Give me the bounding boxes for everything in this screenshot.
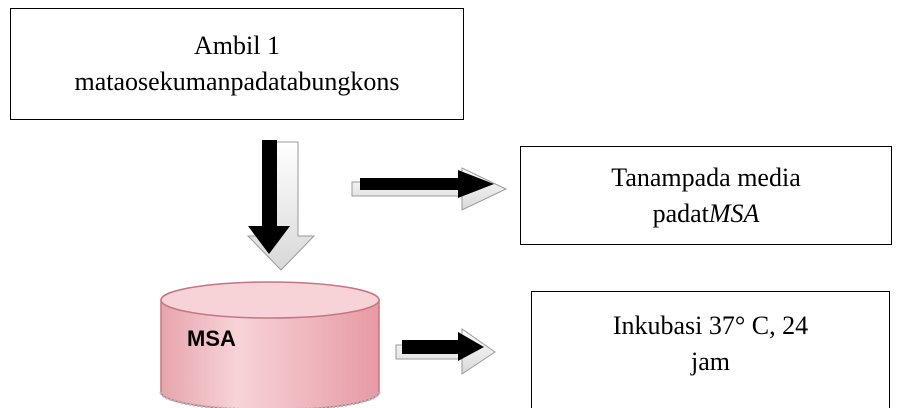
right-arrow-to-tanam bbox=[351, 167, 508, 211]
msa-label: MSA bbox=[187, 326, 236, 351]
step1-line2: mataosekumanpadatabungkons bbox=[74, 67, 400, 96]
step2-line2: padatMSA bbox=[653, 196, 760, 232]
step-box-ambil-sampel: Ambil 1 mataosekumanpadatabungkons bbox=[10, 8, 464, 120]
msa-cylinder: MSA bbox=[159, 281, 381, 408]
step-box-inkubasi: Inkubasi 37° C, 24 jam bbox=[531, 291, 890, 408]
down-arrow bbox=[246, 140, 316, 271]
step2-line1: Tanampada media bbox=[611, 162, 801, 192]
step3-line2: jam bbox=[691, 346, 730, 376]
step3-line1: Inkubasi 37° C, 24 bbox=[612, 311, 809, 340]
right-arrow-to-inkubasi bbox=[395, 328, 496, 375]
step1-line1: Ambil 1 bbox=[194, 31, 280, 61]
step2-line2-italic: MSA bbox=[708, 198, 760, 228]
step-box-tanam-media: Tanampada media padatMSA bbox=[520, 146, 892, 245]
step2-line2-prefix: padat bbox=[652, 198, 709, 228]
